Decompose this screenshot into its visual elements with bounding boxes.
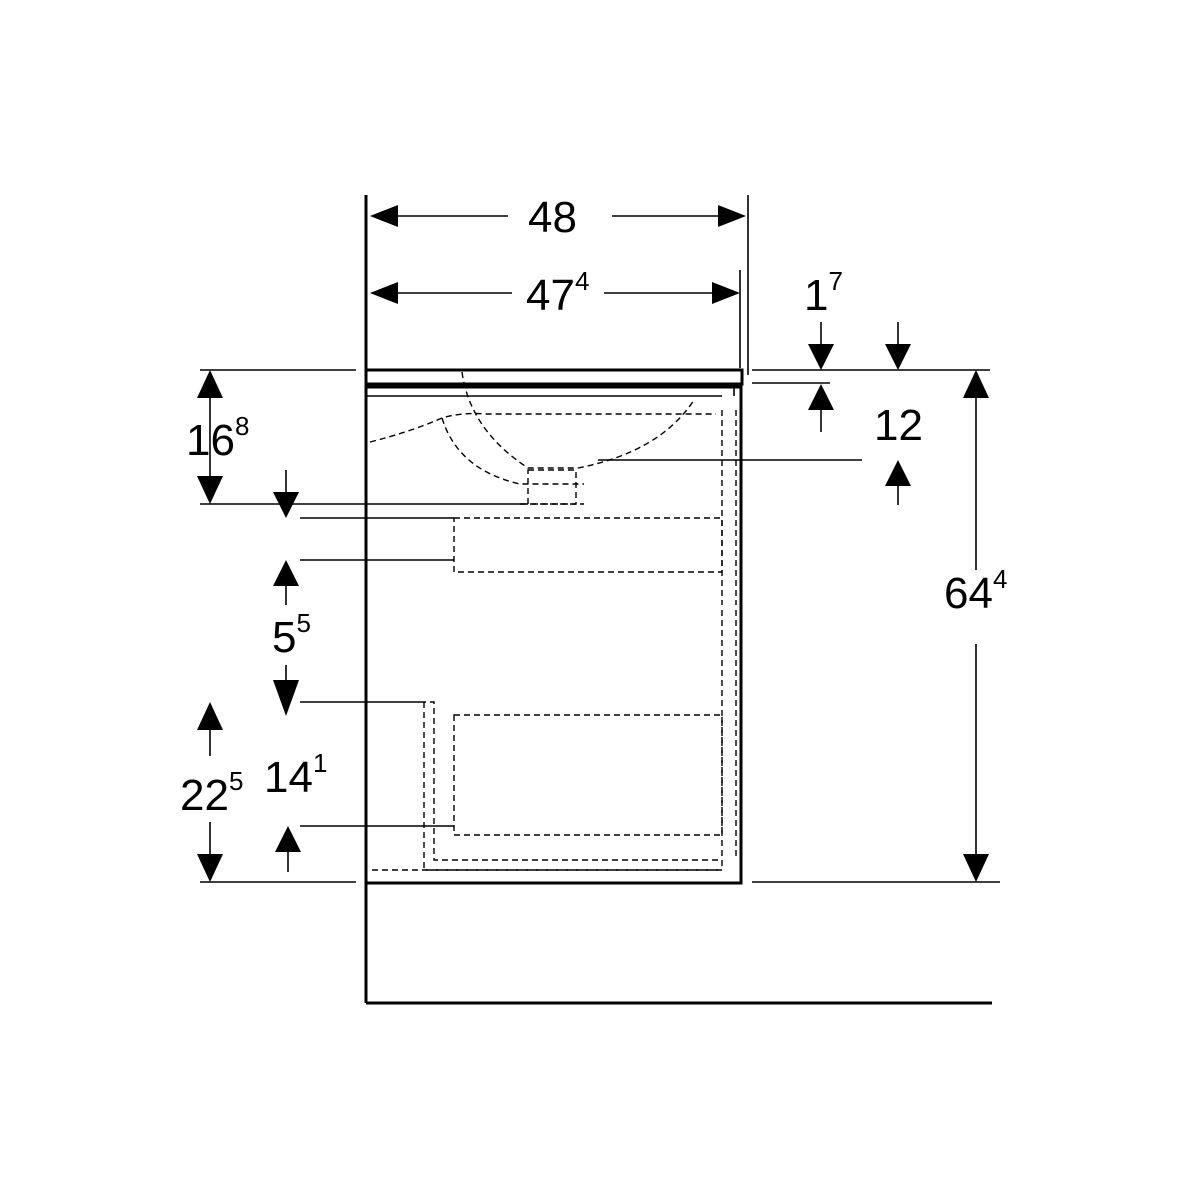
arrow-644-up	[963, 370, 989, 398]
arrow-168-pointer	[273, 492, 299, 518]
dim-225-label: 225	[180, 766, 243, 820]
dim-141-label: 141	[264, 748, 327, 802]
arrow-12-down	[885, 344, 911, 370]
dim-47-label: 474	[526, 266, 589, 320]
dim-17-label: 17	[804, 266, 843, 320]
arrow-48-right	[718, 205, 746, 227]
arrow-168-down	[197, 476, 223, 504]
basin-bowl-outer	[461, 371, 695, 469]
arrow-225-up	[197, 702, 223, 730]
arrow-55-up	[273, 560, 299, 586]
basin-top	[364, 368, 744, 386]
basin-outline	[369, 412, 716, 443]
arrow-47-left	[370, 282, 398, 304]
dim-168-label: 168	[186, 411, 249, 465]
basin-front-corner	[722, 383, 735, 396]
lower-drawer	[453, 714, 723, 836]
arrow-17-down	[808, 344, 834, 370]
arrow-141-up	[275, 826, 301, 852]
arrow-225-down	[197, 854, 223, 882]
arrow-12-up	[885, 460, 911, 486]
dim-644-label: 644	[944, 564, 1007, 618]
upper-drawer	[453, 517, 723, 573]
arrow-17-up	[808, 384, 834, 410]
dim-55-label: 55	[272, 608, 311, 662]
lower-drawer-outer	[420, 701, 723, 871]
arrow-168-up	[197, 370, 223, 398]
cabinet-body	[364, 385, 743, 885]
arrow-48-left	[370, 205, 398, 227]
arrow-47-right	[712, 282, 740, 304]
arrow-644-down	[963, 854, 989, 882]
basin-bowl-inner	[441, 417, 584, 485]
dim-48-label: 48	[528, 193, 577, 242]
arrow-55-down	[273, 680, 299, 716]
basin-drain	[527, 469, 577, 505]
dim-12-label: 12	[874, 401, 923, 450]
